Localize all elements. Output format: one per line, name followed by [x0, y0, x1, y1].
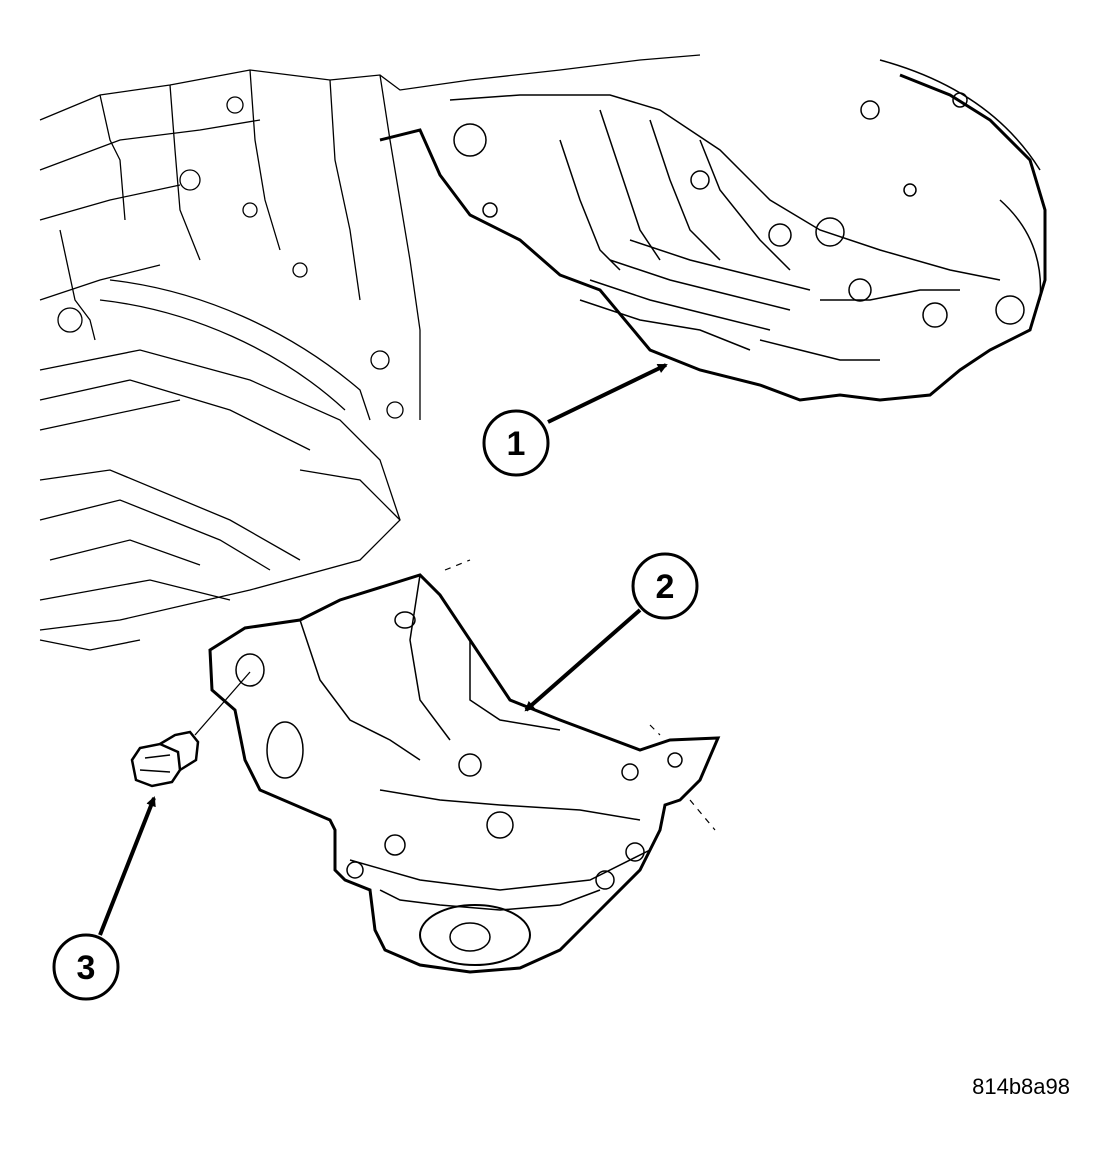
callout-1-leader-arrow: [547, 363, 668, 424]
callout-1-circle: [482, 409, 550, 477]
callout-2: 2: [631, 552, 699, 620]
callout-3-number: 3: [77, 949, 96, 987]
callout-1-number: 1: [507, 425, 526, 463]
callout-2-leader-arrow: [524, 608, 642, 712]
callout-3-leader-arrow: [98, 796, 156, 936]
transmission-oil-pan-assembly: [379, 59, 1047, 402]
callout-3: 3: [52, 933, 120, 1001]
mount-bracket: [208, 559, 721, 974]
mount-bolt: [130, 671, 251, 788]
callout-2-circle: [631, 552, 699, 620]
engine-block-background: [39, 54, 701, 651]
callout-2-number: 2: [656, 568, 675, 606]
figure-id-label: 814b8a98: [972, 1074, 1070, 1099]
callout-1: 1: [482, 409, 550, 477]
callout-3-circle: [52, 933, 120, 1001]
